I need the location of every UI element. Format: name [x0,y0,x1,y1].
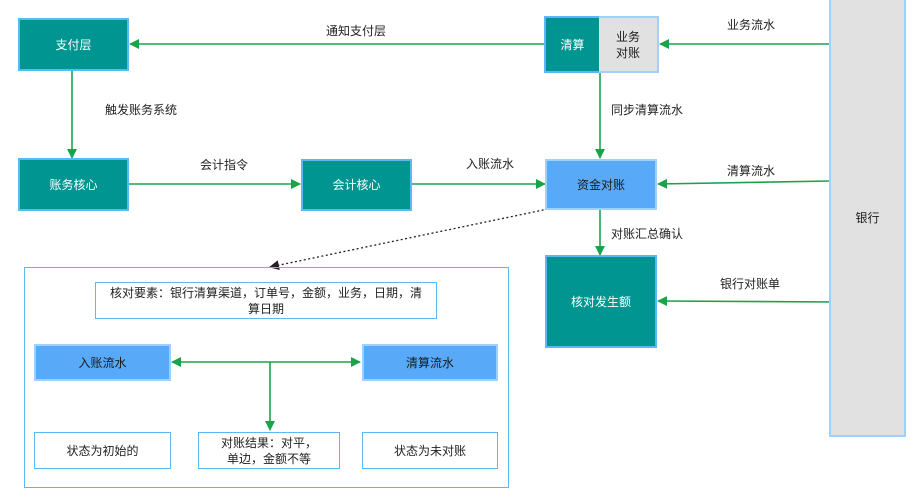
node-payment-layer: 支付层 [18,18,129,71]
label-sync-clearing-flow: 同步清算流水 [611,103,684,117]
edge-dotted-detail [269,208,549,271]
node-recon-result: 对账结果：对平，单边，金额不等 [198,432,340,469]
node-status-initial: 状态为初始的 [34,432,171,469]
node-business-recon: 业务 对账 [599,16,659,73]
label-entry-flow: 入账流水 [466,157,515,171]
detail-panel [24,267,509,488]
edge-bank-clearing-flow [657,178,831,189]
node-verify-amount: 核对发生额 [545,255,657,348]
label-clearing-flow: 清算流水 [727,164,776,178]
node-clearing: 清算 [544,16,599,73]
node-accounting-core: 账务核心 [18,158,129,211]
node-status-unreconciled: 状态为未对账 [362,432,498,469]
node-recon-elements: 核对要素：银行清算渠道，订单号，金额，业务，日期，清算日期 [95,282,437,319]
node-ledger-core: 会计核心 [301,159,412,211]
node-fund-recon: 资金对账 [545,159,657,210]
label-business-flow: 业务流水 [727,18,776,32]
node-bank: 银行 [829,0,906,437]
label-accounting-instruction: 会计指令 [200,158,249,172]
label-notify-payment: 通知支付层 [326,24,387,38]
node-entry-flow: 入账流水 [34,344,171,381]
label-bank-statement: 银行对账单 [720,277,781,291]
node-clearing-flow: 清算流水 [362,344,498,381]
label-recon-summary-confirm: 对账汇总确认 [611,227,684,241]
label-trigger-accounting: 触发账务系统 [105,103,178,117]
edge-bank-statement [657,296,839,307]
